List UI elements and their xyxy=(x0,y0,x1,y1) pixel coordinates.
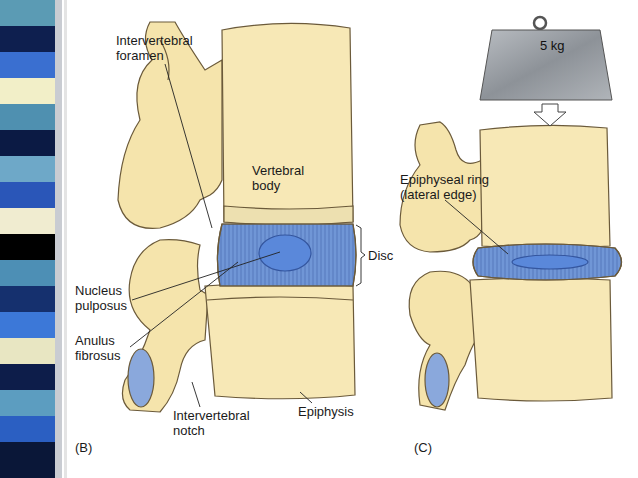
posterior-elements xyxy=(122,240,208,412)
vertebrae-c xyxy=(400,122,622,410)
part-label: (B) xyxy=(75,440,115,455)
leader-line xyxy=(192,382,200,407)
part-label: Epiphysis xyxy=(298,404,378,419)
part-label: Intervertebral foramen xyxy=(116,33,216,63)
part-label: Nucleus pulposus xyxy=(75,283,137,313)
compressed-disc xyxy=(473,244,622,280)
leader-line xyxy=(165,64,212,228)
strip-square xyxy=(0,234,55,260)
strip-square xyxy=(0,26,55,52)
weight-label: 5 kg xyxy=(540,38,565,53)
leader-line xyxy=(300,392,312,403)
anulus-lamellae xyxy=(473,244,622,280)
strip-square xyxy=(0,260,55,286)
strip-square xyxy=(0,390,55,416)
part-label: Epiphyseal ring (lateral edge) xyxy=(400,172,500,202)
part-label: Intervertebral notch xyxy=(173,408,268,438)
load-arrow xyxy=(534,104,566,126)
strip-square xyxy=(0,0,55,26)
epiphysis-rim xyxy=(224,206,353,225)
vertebral-body xyxy=(222,23,353,225)
weight-box: 5 kg xyxy=(478,16,614,102)
part-label: Disc xyxy=(368,248,408,263)
articular-facet xyxy=(128,349,154,407)
strip-square xyxy=(0,52,55,78)
strip-square xyxy=(0,338,55,364)
articular-facet xyxy=(425,353,449,407)
disc-bracket xyxy=(356,225,365,286)
weight-shape xyxy=(480,30,612,100)
strip-square xyxy=(0,130,55,156)
leader-line xyxy=(132,252,280,300)
intervertebral-disc xyxy=(217,224,356,286)
strip-square xyxy=(0,442,55,478)
epiphysis-rim xyxy=(207,297,353,300)
part-label: (C) xyxy=(414,440,454,455)
strip-edge xyxy=(55,0,62,478)
part-label: Anulus fibrosus xyxy=(75,333,135,363)
strip-square xyxy=(0,104,55,130)
strip-square xyxy=(0,286,55,312)
strip-line xyxy=(64,0,67,478)
strip-square xyxy=(0,364,55,390)
nucleus-pulposus xyxy=(512,255,588,269)
strip-square xyxy=(0,156,55,182)
vertebrae-b xyxy=(118,22,356,412)
weight-ring xyxy=(534,17,546,29)
vertebral-body xyxy=(470,278,612,401)
leader-line xyxy=(445,200,508,254)
strip-square xyxy=(0,312,55,338)
strip-square xyxy=(0,182,55,208)
strip-square xyxy=(0,78,55,104)
leaders-b xyxy=(130,64,365,407)
side-strip xyxy=(0,0,67,478)
part-label: Vertebral body xyxy=(252,163,324,193)
strip-square xyxy=(0,416,55,442)
weight-outline xyxy=(478,16,614,102)
vertebral-body xyxy=(205,283,355,399)
leader-line xyxy=(130,262,238,347)
posterior-elements xyxy=(409,271,476,410)
nucleus-pulposus xyxy=(259,235,311,271)
strip-square xyxy=(0,208,55,234)
vertebral-body xyxy=(480,125,610,248)
anulus-lamellae xyxy=(217,224,356,286)
